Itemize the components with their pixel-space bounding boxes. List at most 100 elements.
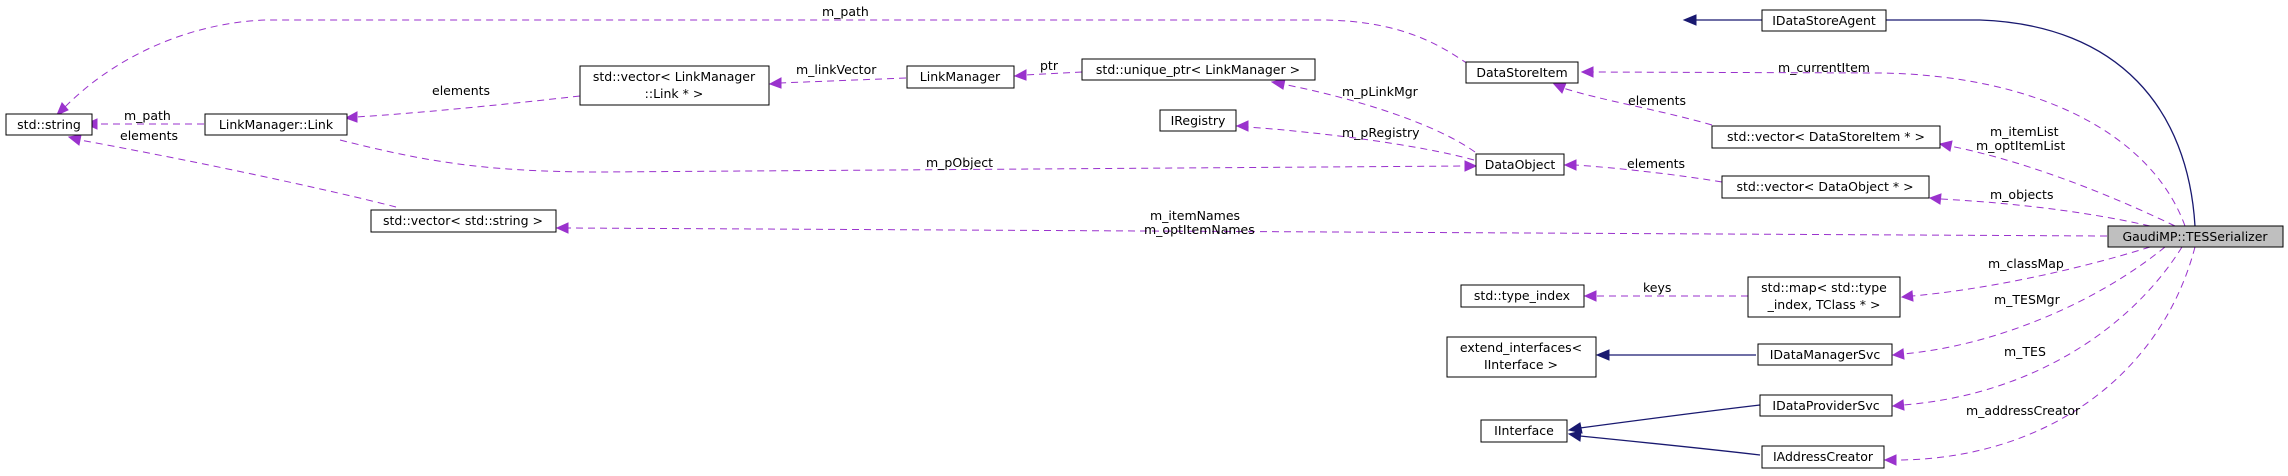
node-label: DataObject — [1485, 157, 1556, 172]
label-m-optitemlist: m_optItemList — [1976, 138, 2065, 153]
node-linkmanager[interactable]: LinkManager — [906, 65, 1015, 89]
arrowhead-type-index — [1583, 290, 1597, 302]
label-m-path-link: m_path — [124, 108, 171, 123]
nodes: GaudiMP::TESSerializer std::string IData… — [5, 9, 2284, 469]
edge-idatastoreagent-inheritance — [1696, 19, 2196, 227]
edge-ptr — [1024, 71, 1083, 76]
edge-elements-do — [1574, 164, 1723, 183]
node-label-line1: std::map< std::type — [1761, 280, 1887, 295]
arrowhead-vector-dsi — [1938, 140, 1953, 152]
arrowhead-iregistry — [1235, 120, 1249, 132]
node-label: GaudiMP::TESSerializer — [2122, 229, 2268, 244]
node-iinterface[interactable]: IInterface — [1480, 419, 1568, 443]
edge-m-tesmgr — [1902, 246, 2166, 355]
label-m-tes: m_TES — [2004, 344, 2046, 359]
node-extend-interfaces[interactable]: extend_interfaces< IInterface > — [1446, 336, 1597, 378]
label-m-classmap: m_classMap — [1988, 256, 2064, 271]
node-label: IDataProviderSvc — [1772, 398, 1879, 413]
node-label-line2: ::Link * > — [645, 86, 704, 101]
label-m-pobject: m_pObject — [926, 155, 993, 170]
edge-m-itemnames — [566, 227, 2108, 237]
arrowhead-dataobject-pobject — [1464, 160, 1478, 172]
arrowhead-extend-interfaces — [1595, 349, 1610, 361]
node-label: IAddressCreator — [1773, 449, 1874, 464]
arrowhead-dataobject-elements — [1563, 159, 1577, 171]
edge-elements-string — [79, 139, 397, 208]
label-m-itemnames: m_itemNames — [1150, 208, 1240, 223]
edge-m-currentitem — [1591, 71, 2186, 227]
node-label-line2: _index, TClass * > — [1767, 297, 1881, 312]
node-idataprovidersvc[interactable]: IDataProviderSvc — [1759, 394, 1893, 417]
arrowhead-idataprovidersvc — [1891, 399, 1905, 411]
label-elements-dsi: elements — [1628, 93, 1686, 108]
node-label: std::string — [17, 117, 81, 132]
node-vector-string[interactable]: std::vector< std::string > — [370, 209, 557, 233]
node-map-typeindex-tclass[interactable]: std::map< std::type _index, TClass * > — [1747, 276, 1901, 318]
label-ptr: ptr — [1040, 58, 1059, 73]
edge-iaddresscreator-inheritance — [1579, 435, 1761, 456]
arrowhead-vector-do — [1928, 193, 1942, 205]
node-unique-ptr-linkmanager[interactable]: std::unique_ptr< LinkManager > — [1081, 58, 1316, 81]
arrowhead-map — [1900, 290, 1914, 302]
label-keys: keys — [1643, 280, 1671, 295]
arrowhead-datastoreitem-elements — [1552, 82, 1567, 94]
label-elements-link: elements — [432, 83, 490, 98]
label-m-linkvector: m_linkVector — [796, 62, 877, 77]
node-label-line1: std::vector< LinkManager — [593, 69, 756, 84]
edge-m-objects — [1939, 198, 2151, 227]
label-m-pregistry: m_pRegistry — [1342, 125, 1420, 140]
node-label-line1: extend_interfaces< — [1460, 340, 1582, 355]
node-label: std::vector< std::string > — [383, 213, 543, 228]
edges — [56, 14, 2196, 466]
label-elements-do: elements — [1627, 156, 1685, 171]
node-std-string[interactable]: std::string — [5, 113, 93, 136]
node-label: DataStoreItem — [1476, 65, 1567, 80]
edge-m-pregistry — [1246, 126, 1475, 161]
node-label: IDataStoreAgent — [1772, 13, 1876, 28]
node-dataobject[interactable]: DataObject — [1475, 153, 1565, 176]
node-label: std::vector< DataStoreItem * > — [1727, 129, 1925, 144]
label-m-plinkmgr: m_pLinkMgr — [1342, 84, 1419, 99]
arrowhead-idatamanagersvc — [1891, 348, 1905, 360]
node-iregistry[interactable]: IRegistry — [1159, 109, 1237, 132]
node-vector-linkmanager-link[interactable]: std::vector< LinkManager ::Link * > — [579, 65, 770, 106]
arrowhead-string-top — [56, 102, 69, 116]
label-m-addresscreator: m_addressCreator — [1966, 403, 2081, 418]
arrowhead-iaddresscreator — [1883, 454, 1897, 466]
label-m-optitemnames: m_optItemNames — [1144, 222, 1255, 237]
arrowhead-idatastoreagent — [1682, 14, 1697, 26]
edge-m-linkvector — [779, 77, 907, 84]
edge-idataprovidersvc-inheritance — [1579, 404, 1761, 429]
label-m-currentitem: m_currentItem — [1778, 60, 1870, 75]
arrowhead-vector-link — [768, 77, 782, 89]
node-iaddresscreator[interactable]: IAddressCreator — [1761, 445, 1885, 469]
label-m-objects: m_objects — [1990, 187, 2053, 202]
edge-m-addresscreator — [1894, 246, 2196, 461]
node-label-line2: IInterface > — [1484, 357, 1558, 372]
node-idatamanagersvc[interactable]: IDataManagerSvc — [1757, 343, 1893, 366]
arrowhead-datastoreitem — [1580, 66, 1594, 78]
edge-m-pobject — [339, 139, 1466, 173]
node-label: IRegistry — [1171, 113, 1226, 128]
node-datastoreitem[interactable]: DataStoreItem — [1465, 61, 1579, 84]
edge-labels: m_path m_path elements elements m_linkVe… — [120, 4, 2081, 418]
edge-elements-link — [355, 95, 581, 118]
edge-m-itemlist — [1949, 145, 2176, 227]
arrowhead-iinterface-1 — [1567, 422, 1583, 434]
label-elements-string: elements — [120, 128, 178, 143]
node-type-index[interactable]: std::type_index — [1460, 284, 1585, 308]
arrowhead-link — [344, 111, 358, 123]
edge-m-classmap — [1911, 246, 2151, 297]
arrowhead-linkmanager — [1013, 69, 1027, 81]
node-linkmanager-link[interactable]: LinkManager::Link — [204, 113, 348, 136]
arrowhead-string-elements — [67, 134, 82, 146]
node-idatastoreagent[interactable]: IDataStoreAgent — [1761, 9, 1887, 32]
node-label: LinkManager — [920, 69, 1001, 84]
node-vector-datastoreitem[interactable]: std::vector< DataStoreItem * > — [1711, 125, 1941, 149]
label-m-path-top: m_path — [822, 4, 869, 19]
edge-m-tes — [1902, 246, 2183, 406]
node-gaudi-tes-serializer[interactable]: GaudiMP::TESSerializer — [2107, 225, 2284, 248]
node-vector-dataobject[interactable]: std::vector< DataObject * > — [1721, 175, 1930, 199]
label-m-itemlist: m_itemList — [1990, 124, 2059, 139]
